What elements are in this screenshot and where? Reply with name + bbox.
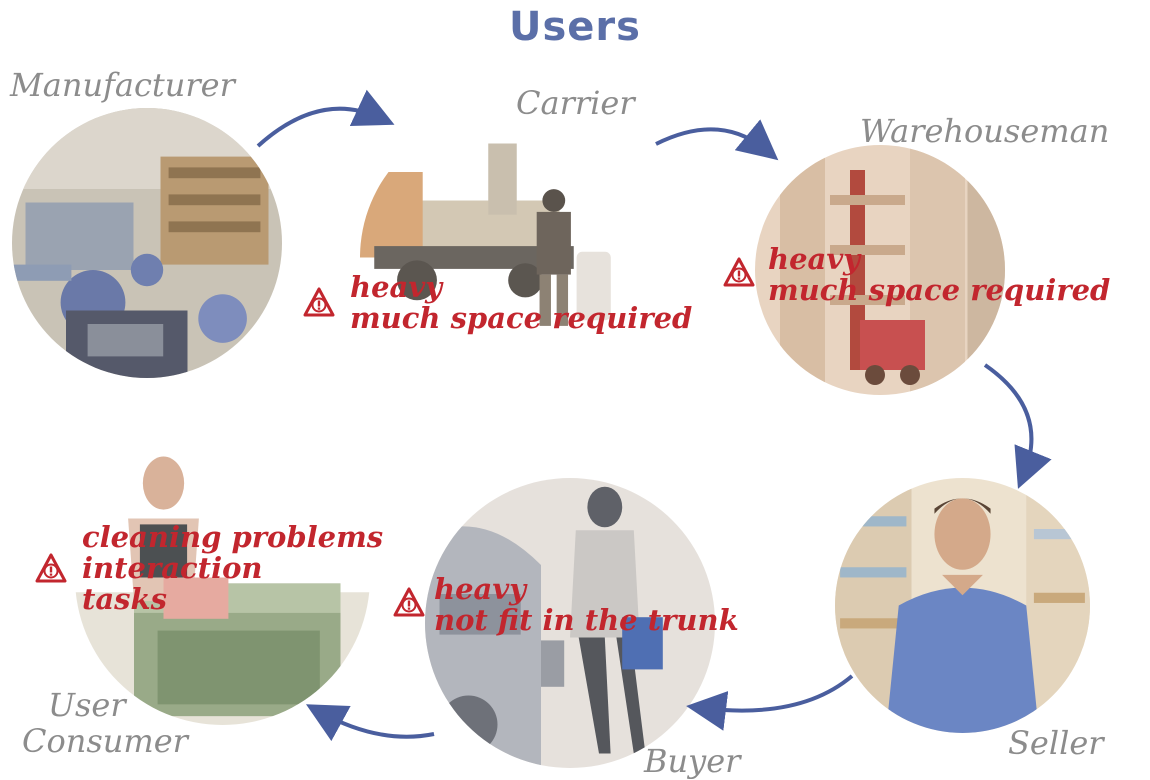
seller-photo — [835, 478, 1090, 733]
warehouseman-photo — [755, 145, 1005, 395]
arrow-seller-to-buyer — [686, 674, 854, 731]
warning-line: tasks — [82, 582, 167, 616]
arrow-manufacturer-to-carrier — [256, 89, 395, 148]
role-label-consumer: Consumer — [22, 722, 188, 760]
manufacturer-photo — [12, 108, 282, 378]
role-label-seller: Seller — [1008, 724, 1104, 762]
role-label-carrier: Carrier — [516, 84, 635, 122]
arrow-carrier-to-warehouseman — [655, 119, 779, 161]
warning-line: not fit in the trunk — [434, 603, 739, 637]
diagram-title: Users — [509, 4, 641, 50]
warning-icon — [393, 587, 425, 617]
warning-icon — [723, 257, 755, 287]
arrow-buyer-to-consumer — [305, 704, 435, 742]
warning-text-buyer: heavy not fit in the trunk — [434, 574, 739, 636]
warning-text-consumer: cleaning problems interaction tasks — [82, 522, 383, 615]
warning-line: heavy — [434, 572, 527, 606]
warning-text-carrier: heavy much space required — [350, 272, 692, 334]
warning-text-warehouseman: heavy much space required — [768, 244, 1110, 306]
warning-line: interaction — [82, 551, 263, 585]
role-label-manufacturer: Manufacturer — [10, 66, 235, 104]
warning-icon — [35, 553, 67, 583]
warning-icon — [303, 287, 335, 317]
role-label-warehouseman: Warehouseman — [860, 112, 1110, 150]
carrier-photo — [360, 115, 645, 400]
warning-line: cleaning problems — [82, 520, 384, 554]
role-label-user: User — [48, 686, 126, 724]
warning-line: much space required — [350, 301, 693, 335]
role-label-buyer: Buyer — [644, 742, 741, 780]
warning-line: heavy — [768, 242, 861, 276]
warning-line: much space required — [768, 273, 1111, 307]
arrow-warehouseman-to-seller — [983, 363, 1052, 489]
warning-line: heavy — [350, 270, 443, 304]
